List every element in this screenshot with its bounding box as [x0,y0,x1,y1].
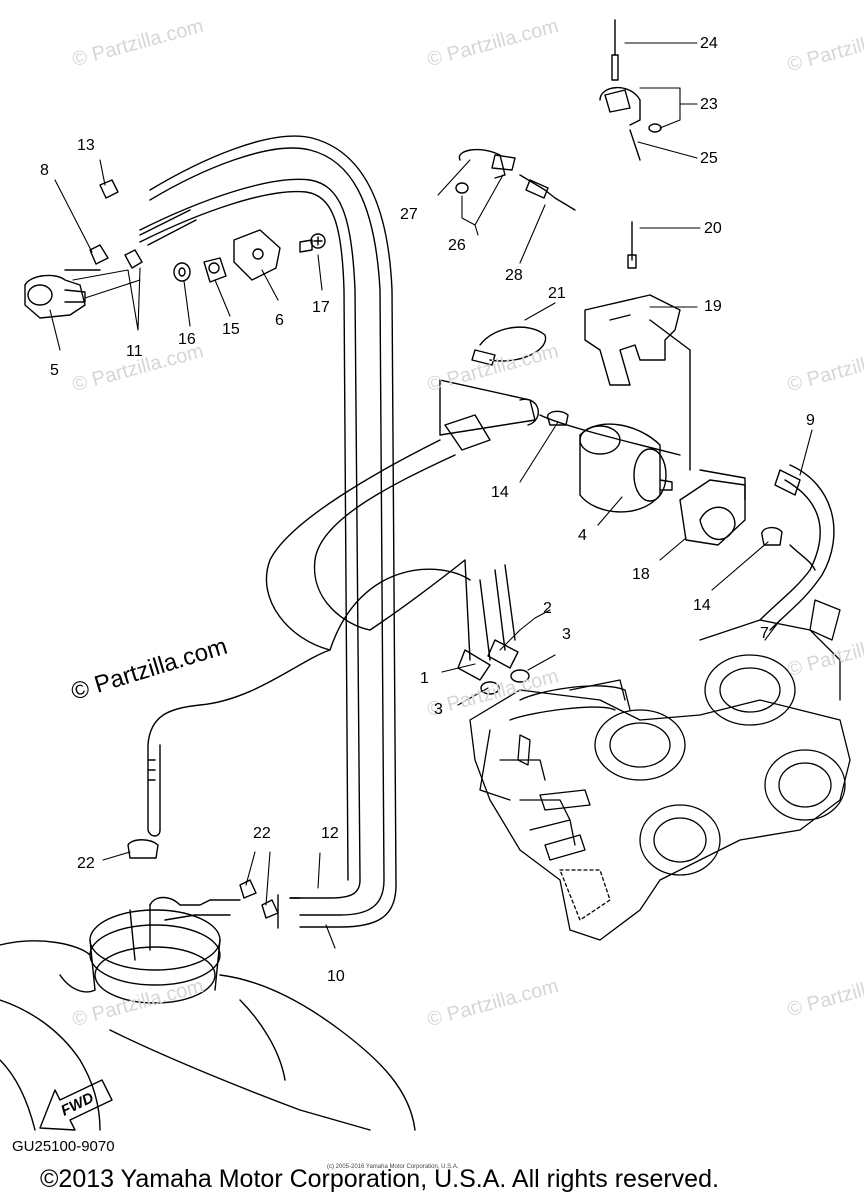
valve-assembly [24,179,326,319]
hose-9 [759,464,835,631]
callout-16: 16 [178,331,196,348]
callout-9: 9 [806,412,815,429]
callout-20: 20 [704,220,722,237]
fine-print: (c) 2005-2016 Yamaha Motor Corporation, … [327,1164,459,1170]
callout-21: 21 [548,285,566,302]
callout-2: 2 [543,600,552,617]
callout-8: 8 [40,162,49,179]
callout-3-upper: 3 [562,626,571,643]
throttle-body-assembly [469,599,851,941]
callout-28: 28 [505,267,523,284]
callout-7: 7 [760,625,769,642]
callout-17: 17 [312,299,330,316]
fuel-tank [0,896,416,1131]
bracket-18 [679,469,746,546]
callout-1: 1 [420,670,429,687]
canister [439,379,681,513]
copyright-notice: ©2013 Yamaha Motor Corporation, U.S.A. A… [40,1165,719,1193]
callout-4: 4 [578,527,587,544]
callout-25: 25 [700,150,718,167]
callout-19: 19 [704,298,722,315]
fwd-label: FWD [58,1089,96,1119]
clamps-hardware [127,19,783,919]
hose-long [139,135,397,929]
callout-11: 11 [126,343,143,360]
callout-23: 23 [700,96,718,113]
callout-14-upper: 14 [491,484,509,501]
callout-10: 10 [327,968,345,985]
callout-5: 5 [50,362,59,379]
bracket-19 [584,294,691,471]
diagram-code: GU25100-9070 [12,1138,115,1155]
callout-3-lower: 3 [434,701,443,718]
callout-15: 15 [222,321,240,338]
callout-22-left: 22 [77,855,95,872]
callout-13: 13 [77,137,95,154]
leader-lines [49,42,813,949]
fwd-arrow-icon [39,1079,113,1131]
tube-ends [457,639,530,695]
callout-22-right: 22 [253,825,271,842]
callout-18: 18 [632,566,650,583]
hose-loop [147,439,516,837]
callout-12: 12 [321,825,339,842]
callout-6: 6 [275,312,284,329]
callout-14-lower: 14 [693,597,711,614]
callout-27: 27 [400,206,418,223]
callout-24: 24 [700,35,718,52]
callout-26: 26 [448,237,466,254]
